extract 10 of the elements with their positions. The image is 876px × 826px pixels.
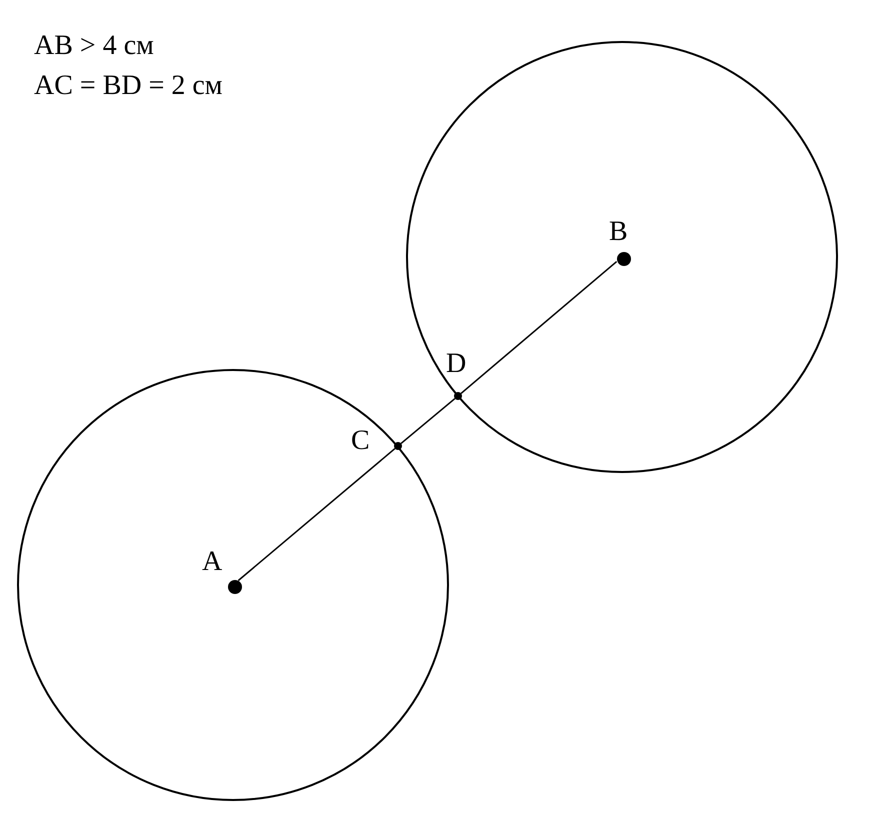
point-label: B	[609, 216, 628, 248]
line-segment	[460, 260, 618, 394]
note-text: AC = BD = 2 см	[34, 70, 223, 102]
line-segment	[238, 448, 396, 582]
point-label: A	[202, 546, 222, 578]
circle-outline	[406, 41, 838, 473]
point-label: D	[446, 348, 466, 380]
line-segment	[400, 398, 456, 444]
note-text: AB > 4 см	[34, 30, 154, 62]
point-label: C	[351, 425, 370, 457]
